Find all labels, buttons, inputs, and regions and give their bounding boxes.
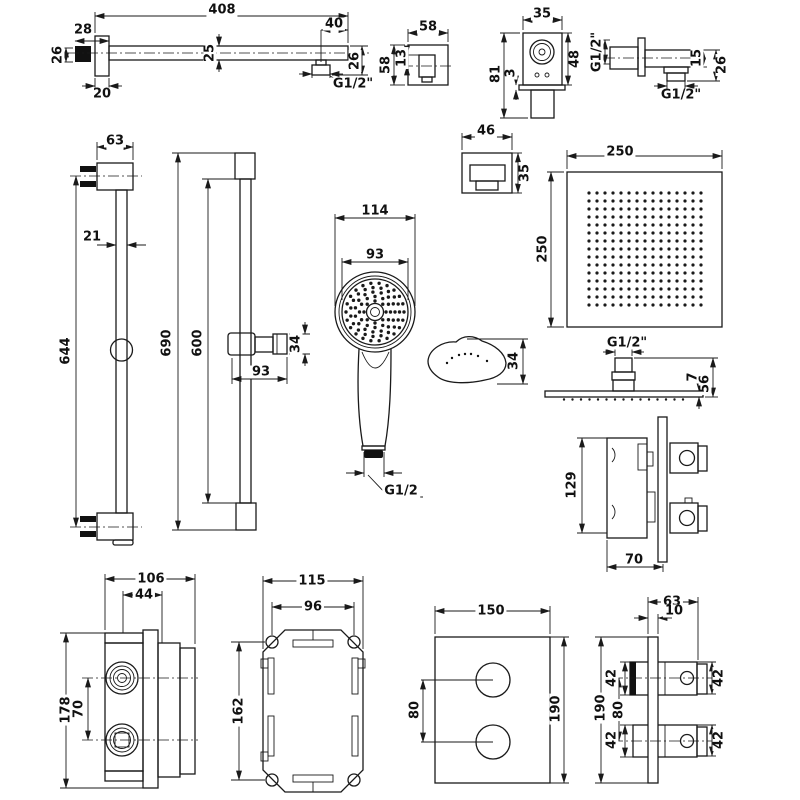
dim-union-height: 81	[488, 62, 504, 86]
rail-front-drawing	[172, 152, 310, 531]
dim-elbow-inlet-thread: G1/2"	[589, 29, 605, 75]
dim-hand-thread: G1/2	[382, 483, 420, 499]
dim-plate-width: 150	[475, 603, 507, 619]
dim-plate-knob-spacing: 80	[407, 698, 423, 722]
dim-arm-end-offset: 40	[322, 16, 346, 32]
dim-head-width: 250	[604, 144, 636, 160]
dim-handside-depth: 34	[506, 349, 522, 373]
dim-arm-plate-depth: 20	[90, 86, 114, 102]
hand-shower-drawing	[334, 214, 423, 498]
rail-side-drawing	[70, 142, 146, 546]
dim-rail-overall: 690	[159, 327, 175, 359]
dim-box-width: 46	[474, 123, 498, 139]
dim-rail-tube: 21	[80, 229, 104, 245]
dim-body-width: 106	[135, 571, 167, 587]
dim-body-port-spacing: 70	[71, 697, 87, 721]
dim-headside-depth: 56	[697, 372, 713, 396]
dim-holder-height: 34	[288, 332, 304, 356]
dim-frame-holes-x: 96	[301, 599, 325, 615]
dim-plate-height: 190	[548, 693, 564, 725]
dim-head-height: 250	[535, 233, 551, 265]
dim-escutcheon-width: 58	[416, 19, 440, 35]
trim-side-drawing	[595, 597, 718, 784]
dim-trimside-height: 190	[593, 692, 609, 724]
dim-box-height: 35	[517, 161, 533, 185]
dim-arm-drop: 26	[347, 49, 363, 73]
dim-frame-holes-y: 162	[231, 695, 247, 727]
dim-trimside-knob-bottom-right: 42	[711, 728, 727, 752]
dim-elbow-outlet-thread: G1/2"	[658, 87, 704, 103]
hand-shower-nozzles	[344, 281, 406, 343]
trim-plate-drawing	[420, 606, 569, 784]
mounting-frame-drawing	[231, 576, 366, 793]
dim-rail-travel: 600	[190, 327, 206, 359]
dim-trimside-knob-top: 42	[604, 666, 620, 690]
dim-elbow-body: 15	[689, 46, 705, 70]
dim-rail-bracket-width: 63	[103, 133, 127, 149]
dim-arm-bar-size: 25	[202, 41, 218, 65]
outlet-box-drawing	[461, 133, 522, 194]
wall-union-drawing	[500, 16, 572, 119]
dim-arm-flange-height: 26	[50, 43, 66, 67]
dim-escutcheon-inset: 13	[394, 46, 410, 70]
dim-union-body-height: 48	[567, 47, 583, 71]
hand-shower-side-drawing	[427, 335, 528, 385]
dim-hand-face: 93	[363, 247, 387, 263]
dim-union-width: 35	[530, 6, 554, 22]
dim-holder-width: 93	[249, 364, 273, 380]
dim-body-ports: 44	[132, 587, 156, 603]
dim-headside-thread: G1/2"	[604, 335, 650, 351]
dim-arm-flange-width: 28	[71, 22, 95, 38]
dim-trimside-knob-top-right: 42	[711, 666, 727, 690]
dim-trimside-plate: 10	[662, 603, 686, 619]
dim-arm-length: 408	[206, 2, 238, 18]
dim-mixer-height: 129	[564, 469, 580, 501]
nozzle-dot-grid	[587, 191, 703, 307]
dim-trimside-knob-bottom: 42	[604, 728, 620, 752]
dim-frame-width: 115	[296, 573, 328, 589]
wall-elbow-drawing	[601, 37, 720, 90]
dim-elbow-height: 26	[714, 53, 730, 77]
dim-hand-width: 114	[359, 203, 391, 219]
dim-mixer-depth: 70	[622, 552, 646, 568]
mixer-body-drawing	[60, 574, 198, 789]
dim-arm-thread: G1/2"	[330, 76, 376, 92]
head-face-drawing	[547, 150, 723, 328]
dim-rail-length: 644	[58, 335, 74, 367]
dim-escutcheon-height: 58	[378, 53, 394, 77]
dim-trimside-knob-spacing: 80	[611, 698, 627, 722]
mixer-side-drawing	[577, 416, 708, 572]
dim-union-plate: 3	[503, 66, 519, 80]
nozzle-dot-row	[562, 398, 685, 401]
